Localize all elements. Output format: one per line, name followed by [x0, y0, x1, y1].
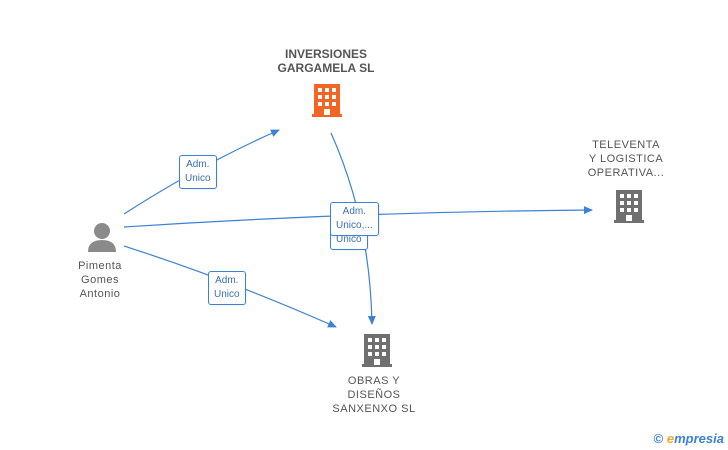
brand-name: mpresia [674, 431, 724, 446]
building-icon-obras[interactable] [362, 334, 392, 367]
node-label-person[interactable]: Pimenta Gomes Antonio [78, 260, 122, 300]
person-icon[interactable] [88, 223, 116, 252]
copyright-symbol: © [653, 431, 664, 446]
edge-label-to-obras[interactable]: Adm. Unico [208, 271, 246, 305]
node-label-inversiones[interactable]: INVERSIONES GARGAMELA SL [277, 47, 375, 75]
edge-label-to-televenta[interactable]: Adm. Unico,... [330, 202, 379, 236]
edge-label-to-inversiones[interactable]: Adm. Unico [179, 155, 217, 189]
node-label-televenta[interactable]: TELEVENTA Y LOGISTICA OPERATIVA... [587, 139, 665, 179]
brand-initial: e [666, 431, 675, 446]
building-icon-televenta[interactable] [614, 190, 644, 223]
node-label-obras[interactable]: OBRAS Y DISEÑOS SANXENXO SL [332, 375, 416, 415]
building-icon-inversiones[interactable] [312, 84, 342, 117]
brand-watermark: © empresia [654, 431, 724, 446]
